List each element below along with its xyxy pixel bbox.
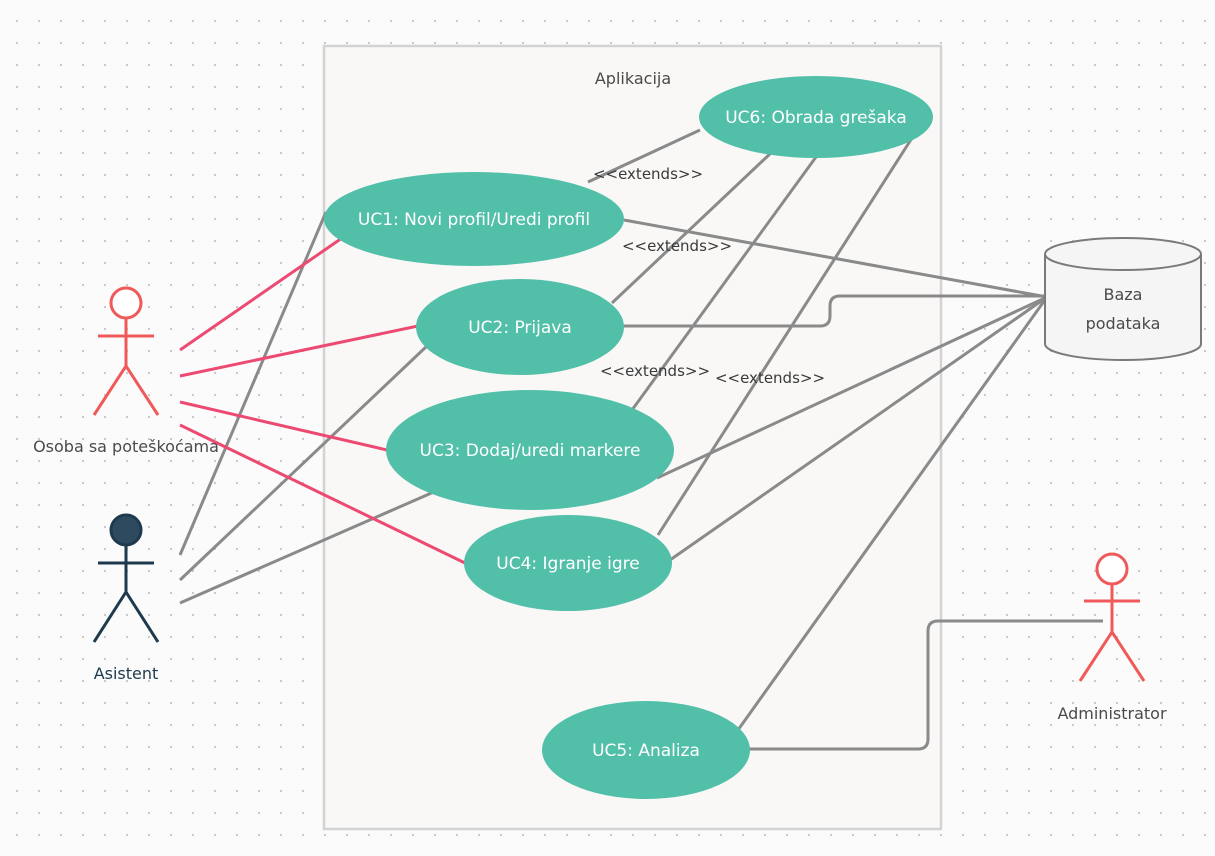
- uc3-label: UC3: Dodaj/uredi markere: [420, 441, 641, 461]
- database-label-line1: Baza: [1104, 285, 1143, 304]
- assoc-uc5-admin[interactable]: [748, 619, 1103, 751]
- assoc-assistant-uc1[interactable]: [178, 211, 328, 556]
- use-case-uc1[interactable]: UC1: Novi profil/Uredi profil: [324, 172, 624, 266]
- uc4-label: UC4: Igranje igre: [496, 554, 639, 574]
- extends-line-uc1-uc6[interactable]: [587, 128, 701, 184]
- uc5-label: UC5: Analiza: [592, 741, 700, 761]
- assoc-assistant-uc3[interactable]: [179, 489, 437, 605]
- assoc-uc4-db[interactable]: [669, 295, 1048, 562]
- extends-label-3: <<extends>>: [600, 362, 710, 380]
- assoc-assistant-uc2[interactable]: [178, 343, 430, 582]
- assoc-person-uc1[interactable]: [179, 236, 343, 352]
- actor-assistant[interactable]: Asistent: [92, 513, 160, 683]
- assoc-uc2-db[interactable]: [624, 294, 1047, 328]
- assoc-uc5-db[interactable]: [736, 296, 1049, 731]
- uc6-label: UC6: Obrada grešaka: [725, 108, 907, 128]
- use-case-uc4[interactable]: UC4: Igranje igre: [464, 515, 672, 611]
- person-connectors: [179, 236, 466, 565]
- assoc-person-uc2[interactable]: [179, 324, 419, 378]
- database-label-line2: podataka: [1086, 314, 1161, 333]
- actor-assistant-label: Asistent: [94, 664, 159, 683]
- actor-admin-icon: [1078, 552, 1146, 682]
- use-case-uc3[interactable]: UC3: Dodaj/uredi markere: [386, 390, 674, 510]
- actor-person-icon: [92, 286, 160, 416]
- use-case-uc6[interactable]: UC6: Obrada grešaka: [699, 76, 933, 158]
- assoc-uc1-db[interactable]: [623, 218, 1048, 299]
- uc1-label: UC1: Novi profil/Uredi profil: [358, 210, 590, 230]
- use-case-uc5[interactable]: UC5: Analiza: [542, 701, 750, 799]
- database-baza-podataka[interactable]: Baza podataka: [1044, 237, 1202, 361]
- extends-label-1: <<extends>>: [593, 165, 703, 183]
- gray-connectors: [178, 128, 1103, 751]
- use-case-uc2[interactable]: UC2: Prijava: [416, 279, 624, 375]
- assoc-person-uc4[interactable]: [179, 423, 466, 565]
- actor-assistant-icon: [92, 513, 160, 643]
- assoc-person-uc3[interactable]: [179, 400, 388, 452]
- extends-line-uc4-uc6[interactable]: [656, 137, 914, 536]
- actor-admin[interactable]: Administrator: [1057, 552, 1167, 723]
- extends-label-2: <<extends>>: [622, 237, 732, 255]
- extends-line-uc2-uc6[interactable]: [610, 150, 774, 305]
- system-title: Aplikacija: [595, 69, 671, 88]
- actor-person[interactable]: Osoba sa poteškoćama: [33, 286, 219, 456]
- actor-person-label: Osoba sa poteškoćama: [33, 437, 219, 456]
- actor-admin-label: Administrator: [1057, 704, 1166, 723]
- extends-label-4: <<extends>>: [715, 369, 825, 387]
- uc2-label: UC2: Prijava: [468, 318, 572, 338]
- extends-line-uc3-uc6[interactable]: [630, 156, 818, 411]
- assoc-uc3-db[interactable]: [656, 295, 1048, 480]
